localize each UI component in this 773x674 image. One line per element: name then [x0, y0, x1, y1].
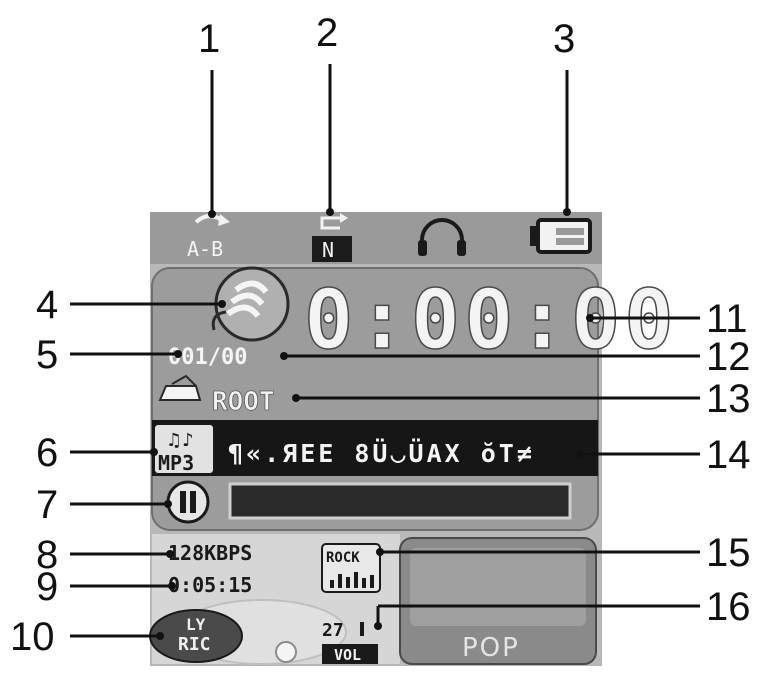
lyric-button[interactable]: LY RIC	[149, 599, 347, 665]
eq-name-label: POP	[462, 633, 520, 663]
song-title: ¶«.ЯEE 8Ü◡ÜAX ŏT≠	[228, 438, 535, 468]
callout-11: 11	[706, 297, 748, 341]
folder-icon	[158, 374, 202, 401]
bitrate-label: 128KBPS	[168, 541, 252, 565]
leader-dots	[150, 208, 594, 640]
track-counter: 001/00	[168, 345, 247, 370]
leader-lines	[70, 64, 700, 638]
lyric-line1: LY	[186, 615, 206, 634]
volume-value: 27	[322, 620, 344, 641]
eq-mode-label: N	[322, 238, 334, 262]
headphones-icon	[418, 218, 466, 256]
callout-13: 13	[706, 377, 751, 421]
pause-button[interactable]	[166, 480, 210, 524]
eq-short-label: ROCK	[326, 550, 360, 566]
volume-indicator: 27 VOL	[322, 620, 378, 664]
callout-7: 7	[36, 483, 58, 527]
svg-text:♫♪: ♫♪	[166, 430, 194, 451]
title-strip	[152, 420, 598, 476]
callout-3: 3	[553, 17, 575, 61]
time-display: 0:00:00	[304, 273, 678, 368]
callout-15: 15	[706, 531, 751, 575]
callout-9: 9	[36, 565, 58, 609]
callout-10: 10	[10, 615, 55, 659]
callout-16: 16	[706, 585, 751, 629]
format-label: MP3	[158, 451, 194, 475]
callout-5: 5	[36, 333, 58, 377]
mp3-format-icon: ♫♪ MP3	[153, 423, 215, 475]
eq-preset-icon: ROCK	[321, 543, 381, 593]
callout-8: 8	[36, 533, 58, 577]
progress-track[interactable]	[228, 482, 572, 520]
callout-14: 14	[706, 433, 751, 477]
callout-1: 1	[198, 17, 220, 61]
ab-label: A-B	[187, 237, 223, 261]
callout-12: 12	[706, 335, 751, 379]
lyric-line2: RIC	[178, 634, 211, 655]
callout-labels: 1 2 3 4 5 6 7 8 9 10 11 12 13 14 15 16	[10, 11, 751, 659]
repeat-mode-icon: N	[312, 213, 352, 262]
battery-icon	[530, 218, 592, 254]
folder-name: ROOT	[212, 387, 275, 417]
callout-4: 4	[36, 283, 58, 327]
total-time-label: 0:05:15	[168, 573, 252, 597]
volume-label: VOL	[334, 646, 361, 664]
eq-name-panel: POP	[399, 537, 597, 665]
callout-2: 2	[316, 11, 338, 55]
callout-6: 6	[36, 431, 58, 475]
